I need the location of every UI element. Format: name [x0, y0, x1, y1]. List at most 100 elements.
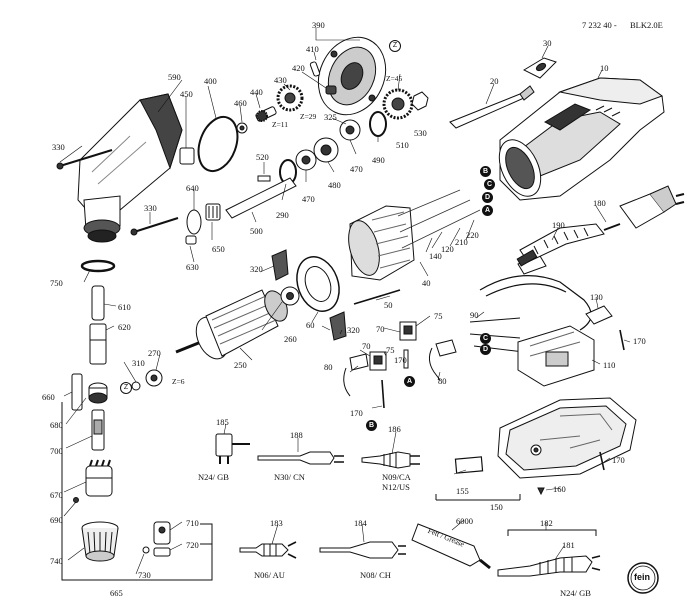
part-number: 320 — [347, 325, 360, 335]
part-number: 6000 — [456, 516, 473, 526]
part-number: 430 — [274, 75, 287, 85]
gasket-ring — [197, 115, 239, 173]
brush-holder-a — [399, 321, 417, 341]
ram-620 — [89, 323, 107, 365]
gear-tooth-label: Z=29 — [300, 112, 317, 121]
pin — [309, 61, 321, 77]
wiring-marker-c: C — [484, 179, 495, 190]
wiring-marker-b: B — [366, 420, 377, 431]
part-number: 670 — [50, 490, 63, 500]
fein-logo — [627, 562, 659, 594]
kit-bracket-665 — [61, 402, 213, 581]
screw-170d — [599, 451, 605, 471]
part-number: 420 — [292, 63, 305, 73]
guide-sleeve-610 — [91, 285, 105, 321]
holder-710 — [153, 521, 171, 545]
brush-cover-a — [271, 249, 289, 281]
part-number: 140 — [429, 251, 442, 261]
wiring-marker-c: C — [480, 333, 491, 344]
plug-caption: N09/CA — [382, 472, 411, 482]
part-number: 110 — [603, 360, 616, 370]
wiring-marker-a: A — [404, 376, 415, 387]
part-number: 650 — [212, 244, 225, 254]
part-number: 450 — [180, 89, 193, 99]
wiring-marker-d: D — [480, 344, 491, 355]
plug-caption: N12/US — [382, 482, 410, 492]
part-number: 660 — [42, 392, 55, 402]
stator-screw — [353, 289, 401, 305]
electronic-switch — [517, 325, 595, 387]
part-number: 710 — [186, 518, 199, 528]
part-number: 170 — [633, 336, 646, 346]
cable-clamp — [585, 305, 613, 325]
part-number: 510 — [396, 140, 409, 150]
grease-tube-6000 — [411, 523, 491, 570]
bushing — [179, 147, 195, 165]
plug-ch-184 — [319, 541, 406, 559]
nut-740 — [81, 521, 119, 562]
cable-sleeve — [516, 223, 605, 267]
part-number: 640 — [186, 183, 199, 193]
bevel-gear-z45 — [382, 88, 414, 120]
bracket-182 — [507, 529, 597, 536]
part-number: 250 — [234, 360, 247, 370]
spring-170 — [403, 349, 409, 369]
screw-170 — [381, 379, 385, 409]
hex-nut — [411, 91, 429, 111]
screw-330-bottom — [130, 217, 179, 236]
part-number: 155 — [456, 486, 469, 496]
part-number: 530 — [414, 128, 427, 138]
wiring-marker-b: B — [480, 166, 491, 177]
pin-730 — [142, 546, 150, 554]
part-number: 75 — [434, 311, 443, 321]
needle-bearing — [205, 203, 221, 221]
part-number: 183 — [270, 518, 283, 528]
spur-gear-z29 — [276, 84, 304, 112]
part-number: 190 — [552, 220, 565, 230]
part-number: 210 — [455, 237, 468, 247]
part-number: 680 — [50, 420, 63, 430]
bearing-270 — [145, 369, 163, 387]
brush-a — [435, 339, 457, 357]
armature — [175, 289, 297, 360]
gear-z-marker: Z — [389, 40, 401, 52]
part-number: 70 — [362, 341, 371, 351]
pin-bushing — [325, 85, 337, 95]
part-number: 330 — [52, 142, 65, 152]
part-number: 700 — [50, 446, 63, 456]
part-number: 480 — [328, 180, 341, 190]
screw-170c — [619, 329, 625, 351]
part-number: 720 — [186, 540, 199, 550]
part-number: 590 — [168, 72, 181, 82]
part-number: 440 — [250, 87, 263, 97]
eccentric-spindle — [225, 177, 297, 219]
wiring-marker-a: A — [482, 205, 493, 216]
retaining-ring-490 — [369, 111, 387, 137]
air-guide — [296, 256, 340, 312]
plug-caption: N24/ GB — [198, 472, 229, 482]
plug-caption: N06/ AU — [254, 570, 285, 580]
part-number: 620 — [118, 322, 131, 332]
ball-bearing-480 — [295, 149, 317, 171]
key — [257, 175, 271, 182]
power-cord — [603, 223, 621, 231]
part-number: 150 — [490, 502, 503, 512]
brush-b — [349, 353, 369, 371]
brush-holder-b — [369, 351, 387, 371]
part-number: 188 — [290, 430, 303, 440]
part-number: 185 — [216, 417, 229, 427]
pin-690 — [73, 497, 79, 503]
part-number: 290 — [276, 210, 289, 220]
part-number: 40 — [422, 278, 431, 288]
part-number: 390 — [312, 20, 325, 30]
part-number: 10 — [600, 63, 609, 73]
gear-z-marker: Z — [120, 382, 132, 394]
plug-caption: N30/ CN — [274, 472, 305, 482]
part-number: 170 — [612, 455, 625, 465]
part-number: 470 — [350, 164, 363, 174]
model-code: BLK2.0E — [630, 20, 663, 30]
part-number: 186 — [388, 424, 401, 434]
gear-tooth-label: Z=45 — [386, 74, 403, 83]
part-number: 325 — [324, 112, 337, 122]
